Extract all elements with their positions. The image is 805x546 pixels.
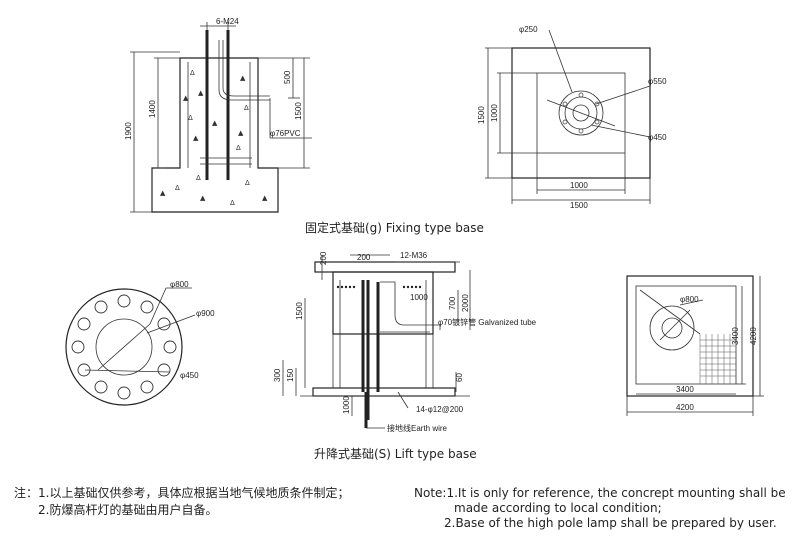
- lift-bolt-label: 12-M36: [400, 251, 428, 260]
- svg-text:Δ: Δ: [175, 184, 180, 192]
- svg-text:▲: ▲: [212, 119, 218, 127]
- svg-text:▲: ▲: [200, 194, 206, 202]
- fixing-dim-1900: 1900: [124, 122, 133, 140]
- lift-dim-700: 700: [448, 296, 457, 310]
- lift-flange-view: [65, 287, 196, 406]
- svg-text:▲: ▲: [198, 89, 204, 97]
- fixing-plan-1000-h: 1000: [570, 181, 588, 190]
- note-en-line2: made according to local condition;: [454, 501, 662, 515]
- svg-text:▲: ▲: [183, 94, 189, 102]
- lift-dim-60: 60: [455, 373, 464, 382]
- lift-dim-300: 300: [273, 368, 282, 382]
- fixing-section-view: Δ ▲ Δ ▲ ▲ Δ ▲ ▲ Δ Δ ▲ Δ ▲ ▲ Δ Δ ▲: [130, 22, 312, 213]
- svg-text:▲: ▲: [160, 189, 166, 197]
- notes-chinese: 注：1.以上基础仅供参考，具体应根据当地气候地质条件制定； 2.防爆高杆灯的基础…: [14, 485, 349, 517]
- fixing-bolt-label: 6-M24: [216, 17, 239, 26]
- fixing-plan-1000-v: 1000: [490, 104, 499, 122]
- fixing-dim-500: 500: [283, 70, 292, 84]
- fixing-plan-1500-v: 1500: [477, 106, 486, 124]
- lift-dim-200b: 200: [357, 253, 371, 262]
- lift-dim-1000: 1000: [410, 293, 428, 302]
- note-cn-line2: 2.防爆高杆灯的基础由用户自备。: [38, 502, 217, 517]
- note-cn-line1: 注：1.以上基础仅供参考，具体应根据当地气候地质条件制定；: [14, 485, 349, 500]
- lift-plan-3400-h: 3400: [676, 385, 694, 394]
- fixing-plan-view: [485, 29, 651, 204]
- svg-text:Δ: Δ: [244, 104, 249, 112]
- lift-section-view: [282, 254, 471, 429]
- note-en-line1: Note:1.It is only for reference, the con…: [414, 486, 786, 500]
- lift-flange-phi900: φ900: [196, 309, 215, 318]
- lift-flange-phi800: φ800: [170, 280, 189, 289]
- lift-flange-phi450: φ450: [180, 371, 199, 380]
- fixing-caption: 固定式基础(g) Fixing type base: [305, 220, 484, 235]
- lift-caption: 升降式基础(S) Lift type base: [314, 447, 477, 461]
- fixing-dim-1400: 1400: [148, 100, 157, 118]
- lift-earth-label: 接地线Earth wire: [387, 423, 448, 433]
- svg-text:▲: ▲: [238, 129, 244, 137]
- lift-dim-2000: 2000: [461, 294, 470, 312]
- lift-tube-label: φ70镀锌管 Galvanized tube: [438, 317, 537, 327]
- svg-text:Δ: Δ: [236, 144, 241, 152]
- fixing-plan-phi550: φ550: [648, 77, 667, 86]
- note-en-line3: 2.Base of the high pole lamp shall be pr…: [444, 516, 777, 530]
- lift-plan-phi800: φ800: [680, 295, 699, 304]
- svg-text:Δ: Δ: [230, 199, 235, 207]
- fixing-dim-1500: 1500: [294, 102, 303, 120]
- svg-text:▲: ▲: [262, 194, 268, 202]
- lift-plan-view: [626, 275, 764, 416]
- lift-dim-1500: 1500: [295, 302, 304, 320]
- notes-english: Note:1.It is only for reference, the con…: [414, 486, 786, 530]
- lift-dim-200a: 200: [319, 251, 328, 265]
- svg-text:Δ: Δ: [190, 69, 195, 77]
- svg-text:Δ: Δ: [188, 114, 193, 122]
- fixing-plan-1500-h: 1500: [570, 201, 588, 210]
- fixing-plan-phi450: φ450: [648, 133, 667, 142]
- svg-text:Δ: Δ: [196, 174, 201, 182]
- lift-plan-3400-v: 3400: [731, 327, 740, 345]
- svg-text:Δ: Δ: [245, 179, 250, 187]
- lift-dim-1000b: 1000: [342, 396, 351, 414]
- fixing-plan-phi250: φ250: [519, 25, 538, 34]
- svg-text:▲: ▲: [193, 134, 199, 142]
- lift-plan-4200-v: 4200: [749, 327, 758, 345]
- lift-plan-4200-h: 4200: [676, 403, 694, 412]
- svg-text:▲: ▲: [240, 74, 246, 82]
- fixing-pvc-label: φ76PVC: [270, 129, 301, 138]
- lift-dim-150: 150: [286, 368, 295, 382]
- lift-rebar-label: 14-φ12@200: [416, 405, 464, 414]
